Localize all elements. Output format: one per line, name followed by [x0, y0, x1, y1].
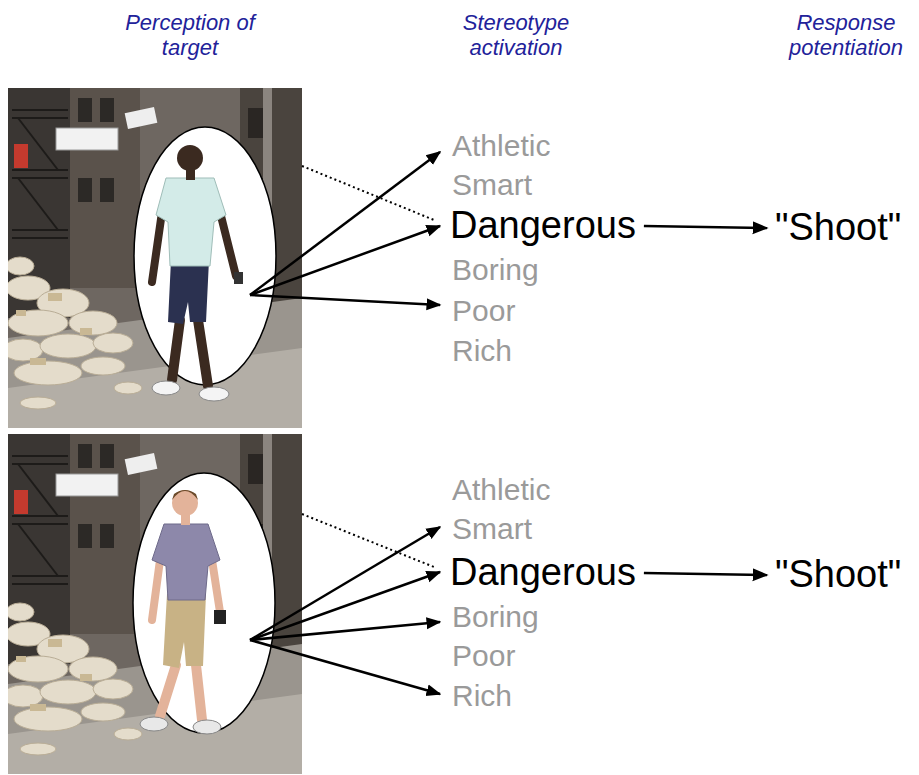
illustration-part [196, 665, 202, 720]
node-text: Smart [452, 168, 532, 203]
stereotype-word: Boring [448, 251, 543, 290]
stereotype-word: Athletic [448, 127, 554, 166]
response-arrow [644, 573, 767, 575]
activation-arrow [250, 527, 440, 640]
illustration-part [172, 490, 198, 516]
illustration-part [199, 387, 229, 401]
activation-arrow [250, 640, 440, 694]
target-ellipse [133, 473, 275, 733]
highlighted-word: "Shoot" [771, 204, 905, 252]
illustration-part [193, 720, 221, 734]
node-text: Boring [452, 600, 539, 635]
stereotype-word: Poor [448, 292, 519, 331]
node-text: Poor [452, 639, 515, 674]
stereotype-word: Smart [448, 166, 536, 205]
illustration-part [212, 560, 220, 612]
highlighted-word: Dangerous [446, 549, 640, 597]
street-photo [3, 88, 302, 428]
illustration-part [177, 145, 203, 171]
white-man-figure [140, 490, 226, 734]
node-text: Dangerous [450, 204, 636, 248]
illustration-part [160, 665, 176, 716]
response-arrow [644, 226, 767, 228]
illustration-part [163, 594, 206, 668]
node-text: Rich [452, 679, 512, 714]
illustration-part [140, 717, 168, 731]
illustration-part [168, 260, 209, 324]
illustration-part [214, 610, 226, 624]
node-text: Smart [452, 512, 532, 547]
illustration-part [234, 272, 243, 284]
illustration-part [198, 320, 208, 386]
node-text: Poor [452, 294, 515, 329]
illustration-part [172, 320, 180, 380]
illustration-part [152, 560, 160, 620]
node-text: Rich [452, 334, 512, 369]
activation-arrow [250, 622, 440, 640]
column-heading: Perception of target [125, 10, 255, 61]
illustration-part [152, 381, 180, 395]
context-dotted-line [302, 514, 434, 567]
stereotype-word: Rich [448, 332, 516, 371]
column-heading: Response potentiation [781, 10, 911, 61]
illustration-part [172, 490, 198, 500]
activation-arrow [250, 226, 440, 295]
activation-arrow [250, 295, 440, 305]
column-heading: Stereotype activation [451, 10, 581, 61]
node-text: "Shoot" [775, 206, 901, 250]
stereotype-word: Athletic [448, 471, 554, 510]
illustration-part [152, 212, 162, 282]
black-man-figure [152, 145, 243, 401]
illustration-part [156, 178, 226, 266]
highlighted-word: Dangerous [446, 202, 640, 250]
stereotype-word: Rich [448, 677, 516, 716]
target-ellipse [134, 127, 276, 385]
context-dotted-line [302, 166, 434, 220]
activation-arrows [250, 152, 440, 694]
stereotype-word: Smart [448, 510, 536, 549]
stereotype-word: Boring [448, 598, 543, 637]
node-text: Athletic [452, 473, 550, 508]
node-text: Athletic [452, 129, 550, 164]
node-text: "Shoot" [775, 553, 901, 597]
illustration-part [152, 524, 220, 600]
node-text: Boring [452, 253, 539, 288]
highlighted-word: "Shoot" [771, 551, 905, 599]
stereotype-word: Poor [448, 637, 519, 676]
illustration-part [220, 212, 236, 276]
activation-arrow [250, 572, 440, 640]
activation-arrow [250, 152, 440, 295]
street-photo [3, 434, 302, 774]
node-text: Dangerous [450, 551, 636, 595]
context-lines [302, 166, 434, 567]
